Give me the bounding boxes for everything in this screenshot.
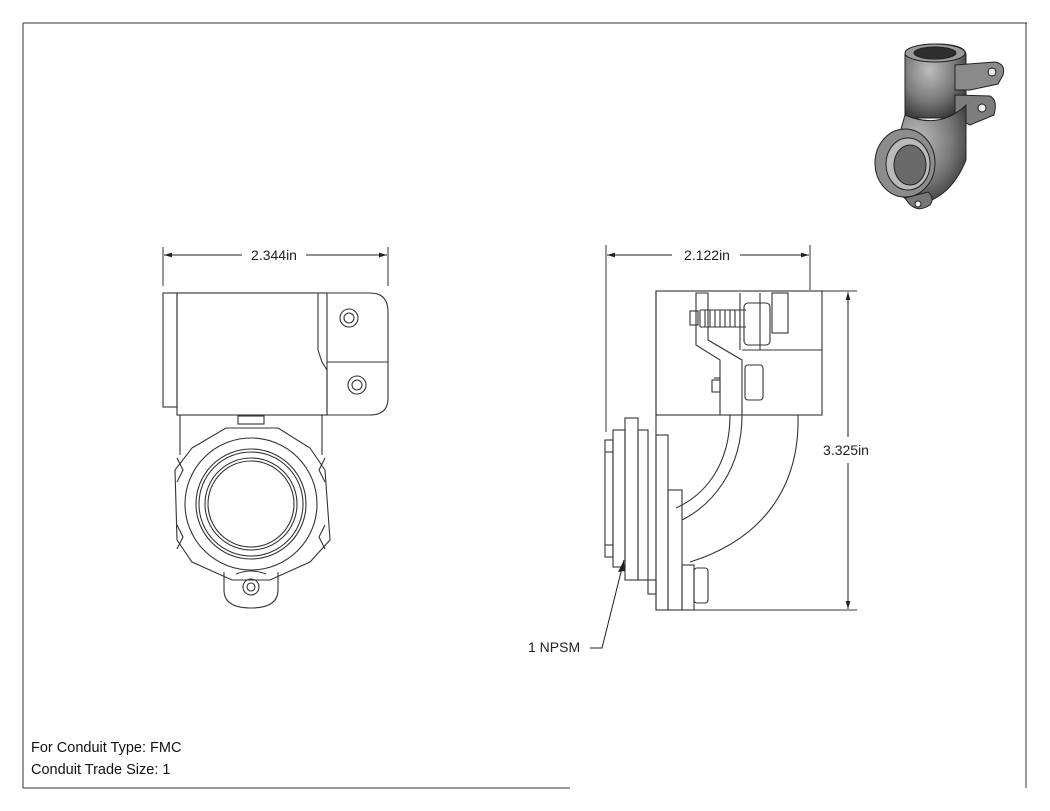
side-width-dimension xyxy=(605,245,811,432)
sheet-border xyxy=(22,22,1027,789)
thread-leader xyxy=(590,559,625,649)
side-height-label: 3.325in xyxy=(823,442,869,458)
side-width-label: 2.122in xyxy=(684,247,730,263)
conduit-type-note: For Conduit Type: FMC xyxy=(31,740,182,756)
isometric-render xyxy=(874,43,1005,210)
side-view xyxy=(604,290,823,611)
front-width-label: 2.344in xyxy=(251,247,297,263)
trade-size-note: Conduit Trade Size: 1 xyxy=(31,762,171,778)
front-view xyxy=(162,292,389,609)
side-height-dimension xyxy=(822,290,857,611)
thread-callout-label: 1 NPSM xyxy=(528,639,580,655)
front-width-dimension xyxy=(162,247,389,286)
clamp-screw xyxy=(689,309,746,328)
